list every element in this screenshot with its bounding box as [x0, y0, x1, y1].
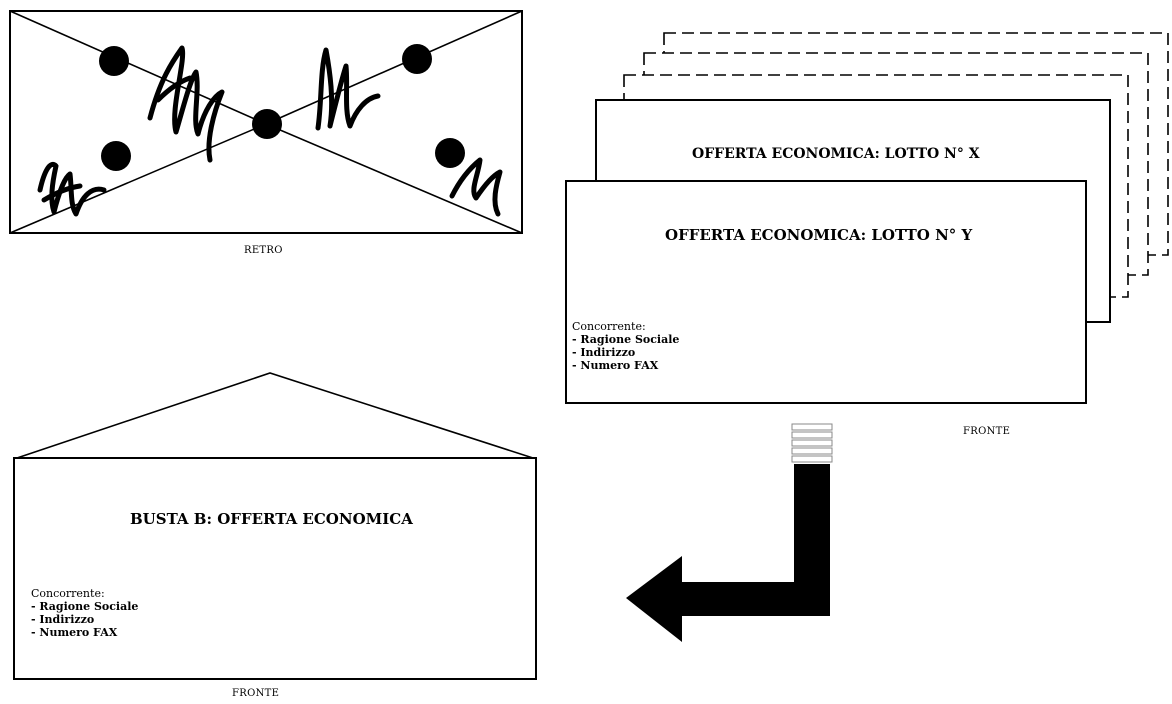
arrow-ribbon-stripe — [791, 455, 833, 463]
envelope-b-title: BUSTA B: OFFERTA ECONOMICA — [130, 510, 413, 528]
signature-icon — [41, 183, 83, 203]
wax-seal-icon — [252, 109, 282, 139]
envelope-b-competitor: Concorrente: - Ragione Sociale - Indiriz… — [31, 587, 138, 639]
wax-seal-icon — [101, 141, 131, 171]
wax-seal-icon — [402, 44, 432, 74]
envelope-b — [13, 372, 537, 680]
offer-card-y-competitor: Concorrente: - Ragione Sociale - Indiriz… — [572, 320, 679, 372]
arrow-ribbon-stripe — [791, 447, 833, 455]
envelope-back-fold-right — [265, 10, 523, 125]
field-ragione-sociale: - Ragione Sociale — [572, 333, 680, 346]
signature-icon — [155, 75, 193, 103]
envelope-back-fold-left — [9, 10, 267, 125]
offer-card-y — [565, 180, 1087, 404]
bent-arrow-icon — [626, 423, 833, 642]
arrow-ribbon-stripe — [791, 423, 833, 431]
envelope-b-caption: FRONTE — [232, 688, 280, 699]
envelope-back-fold-left-bottom — [9, 123, 267, 234]
competitor-label: Concorrente: — [572, 320, 646, 333]
field-numero-fax: - Numero FAX — [31, 626, 118, 639]
field-indirizzo: - Indirizzo — [31, 613, 95, 626]
arrow-body — [626, 464, 830, 642]
offer-stack-caption: FRONTE — [963, 426, 1011, 437]
wax-seal-icon — [99, 46, 129, 76]
signature-icon — [449, 157, 503, 217]
envelope-b-flap — [16, 372, 534, 459]
envelope-back — [9, 10, 523, 234]
field-numero-fax: - Numero FAX — [572, 359, 659, 372]
wax-seal-icon — [435, 138, 465, 168]
offer-card-x-title: OFFERTA ECONOMICA: LOTTO N° X — [692, 146, 980, 162]
envelope-back-fold-right-bottom — [265, 123, 523, 234]
retro-caption: RETRO — [244, 245, 283, 256]
signature-icon — [147, 45, 225, 163]
signature-icon — [37, 162, 107, 217]
arrow-ribbon-stripe — [791, 439, 833, 447]
field-indirizzo: - Indirizzo — [572, 346, 636, 359]
signature-icon — [315, 47, 381, 131]
field-ragione-sociale: - Ragione Sociale — [31, 600, 139, 613]
envelope-b-outline — [13, 457, 537, 680]
offer-card-y-title: OFFERTA ECONOMICA: LOTTO N° Y — [665, 226, 973, 244]
offer-stack — [565, 32, 1169, 404]
competitor-label: Concorrente: — [31, 587, 105, 600]
arrow-ribbon-stripe — [791, 431, 833, 439]
